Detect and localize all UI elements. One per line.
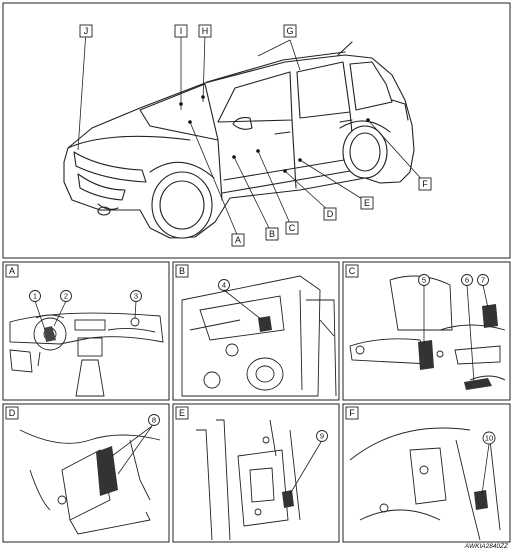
callout-box-b: B: [265, 227, 279, 241]
callout-number-9: 9: [320, 432, 324, 441]
callout-label-b: B: [269, 229, 275, 239]
panel-c-dark-components: [418, 304, 498, 390]
panel-f: F 10: [342, 403, 511, 543]
panel-b-door-drawing: [181, 275, 337, 397]
panel-b: B 4: [172, 261, 340, 401]
callout-number-8: 8: [152, 416, 156, 425]
callout-number-3: 3: [134, 292, 138, 301]
panel-d-callouts: 8: [148, 414, 160, 426]
callout-label-g: G: [286, 26, 293, 36]
callout-label-j: J: [84, 26, 89, 36]
panel-a-letter: A: [9, 266, 15, 276]
callout-box-f: F: [418, 177, 432, 191]
panel-a: A 1 2 3: [2, 261, 170, 401]
panel-c-leaders: [423, 284, 489, 383]
panel-e-callouts: 9: [316, 430, 328, 442]
panel-d-pillar-drawing: [19, 429, 161, 535]
callout-number-2: 2: [64, 292, 68, 301]
panel-e-leader: [289, 441, 322, 495]
callout-box-c: C: [285, 221, 299, 235]
callout-label-e: E: [364, 198, 370, 208]
callout-number-4: 4: [222, 281, 226, 290]
callout-label-f: F: [422, 179, 428, 189]
panel-d-leaders: [111, 425, 153, 475]
callout-label-c: C: [289, 223, 296, 233]
panel-a-callouts: 1 2 3: [29, 290, 142, 302]
panel-c-letter: C: [349, 266, 356, 276]
callout-number-1: 1: [33, 292, 37, 301]
callout-box-j: J: [79, 24, 93, 38]
figure-code: AWKIA2840ZZ: [464, 543, 509, 550]
panel-d-dark-component: [96, 446, 118, 496]
overview-leader-dots: [179, 95, 370, 173]
callout-box-i: I: [174, 24, 188, 38]
callout-number-6: 6: [465, 276, 469, 285]
panel-d-letter: D: [9, 408, 16, 418]
callout-label-a: A: [235, 235, 241, 245]
callout-box-h: H: [198, 24, 212, 38]
callout-label-d: D: [327, 209, 334, 219]
callout-label-i: I: [180, 26, 183, 36]
callout-box-e: E: [360, 196, 374, 210]
overview-callouts: J I H G A B C D E F: [79, 24, 432, 247]
panel-b-leader: [223, 289, 263, 321]
callout-number-7: 7: [481, 276, 485, 285]
callout-box-d: D: [323, 207, 337, 221]
vehicle-illustration: [63, 41, 415, 239]
panel-f-quarter-drawing: [349, 427, 501, 541]
callout-label-h: H: [202, 26, 209, 36]
callout-box-g: G: [283, 24, 297, 38]
callout-number-5: 5: [422, 276, 426, 285]
overview-leaders: [77, 30, 426, 238]
panel-c-callouts: 5 6 7: [418, 274, 489, 286]
panel-f-dark-component: [474, 490, 488, 510]
panel-f-callouts: 10: [482, 431, 496, 445]
callout-box-a: A: [231, 233, 245, 247]
panel-e-dark-component: [282, 490, 294, 508]
panel-e-pillar-drawing: [196, 419, 301, 541]
panel-d: D 8: [2, 403, 170, 543]
panel-e-letter: E: [179, 408, 185, 418]
panel-f-letter: F: [349, 408, 355, 418]
panel-c: C 5 6 7: [342, 261, 511, 401]
panel-a-leaders: [34, 300, 137, 331]
panel-f-leader: [481, 443, 490, 495]
panel-b-callouts: 4: [218, 279, 230, 291]
panel-e: E 9: [172, 403, 340, 543]
panel-a-dark-component: [44, 326, 56, 342]
callout-number-10: 10: [485, 434, 493, 443]
panel-b-letter: B: [179, 266, 185, 276]
